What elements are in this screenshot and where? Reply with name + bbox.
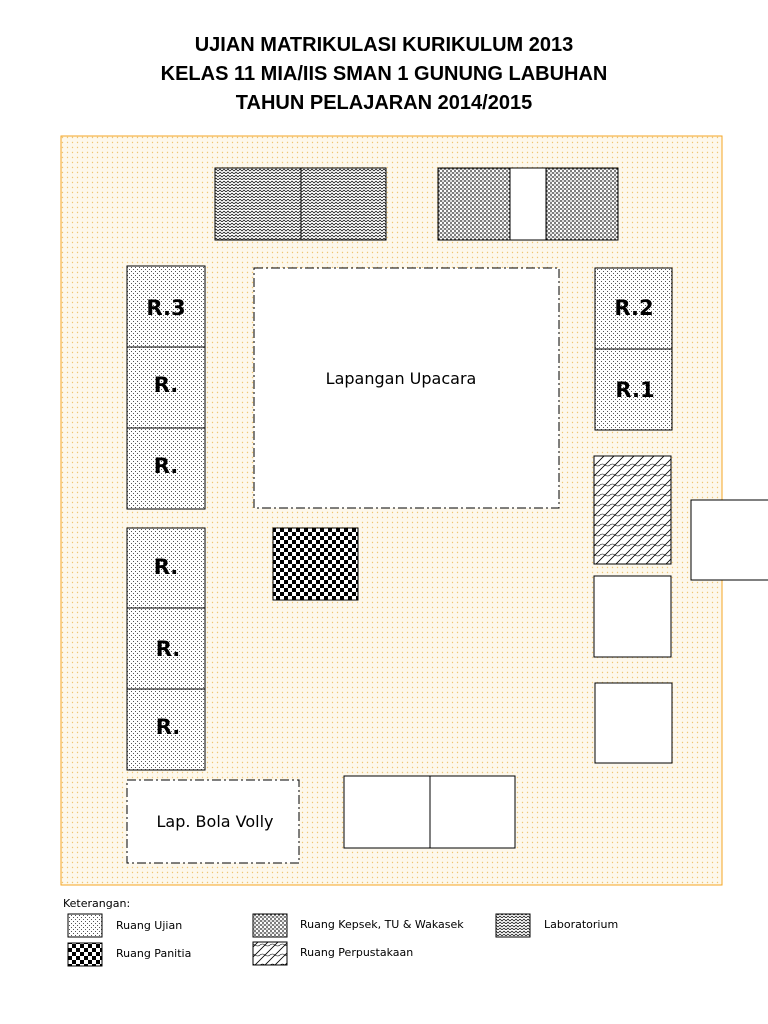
building-bottom-2 [429,775,516,849]
room-label-left-a: R. [154,373,179,397]
building-right-1 [593,575,672,658]
exam-room-left-d [126,607,206,690]
room-label-left-b: R. [154,454,179,478]
room-label-left-d: R. [156,637,181,661]
corridor-room [509,167,547,241]
room-label-left-e: R. [156,715,181,739]
legend-swatch-panitia [67,942,103,967]
title-line-2: KELAS 11 MIA/IIS SMAN 1 GUNUNG LABUHAN [160,63,608,85]
exam-room-left-b [126,427,206,510]
building-bottom-1 [343,775,431,849]
exam-room-r2 [594,267,673,350]
legend-swatch-laboratorium [495,913,531,938]
room-label-left-c: R. [154,555,179,579]
legend-swatch-perpustakaan [252,941,288,966]
ceremony-field-label: Lapangan Upacara [326,369,477,388]
room-label-r1: R.1 [615,378,654,402]
legend-label-laboratorium: Laboratorium [544,918,618,931]
exam-room-left-a [126,346,206,429]
building-outside [690,499,768,581]
title-line-1: UJIAN MATRIKULASI KURIKULUM 2013 [194,34,574,56]
legend-label-kepsek: Ruang Kepsek, TU & Wakasek [300,918,464,931]
library-room [593,455,672,565]
volleyball-court [126,779,300,864]
exam-room-left-c [126,527,206,609]
room-label-r3: R.3 [146,296,185,320]
legend-swatch-kepsek [252,913,288,938]
title-line-3: TAHUN PELAJARAN 2014/2015 [235,92,533,114]
exam-room-r1 [594,348,673,431]
volleyball-court-label: Lap. Bola Volly [157,812,274,831]
legend-label-ujian: Ruang Ujian [116,919,182,932]
legend-label-perpustakaan: Ruang Perpustakaan [300,946,413,959]
legend-label-panitia: Ruang Panitia [116,947,191,960]
lab-room-2 [300,167,387,241]
committee-room [272,527,359,601]
legend-title: Keterangan: [63,897,130,910]
kepsek-room [437,167,511,241]
building-right-2 [594,682,673,764]
tu-room [545,167,619,241]
room-label-r2: R.2 [614,296,653,320]
exam-room-left-e [126,688,206,771]
lab-room-1 [214,167,302,241]
legend-swatch-ujian [67,913,103,938]
ceremony-field [253,267,560,509]
